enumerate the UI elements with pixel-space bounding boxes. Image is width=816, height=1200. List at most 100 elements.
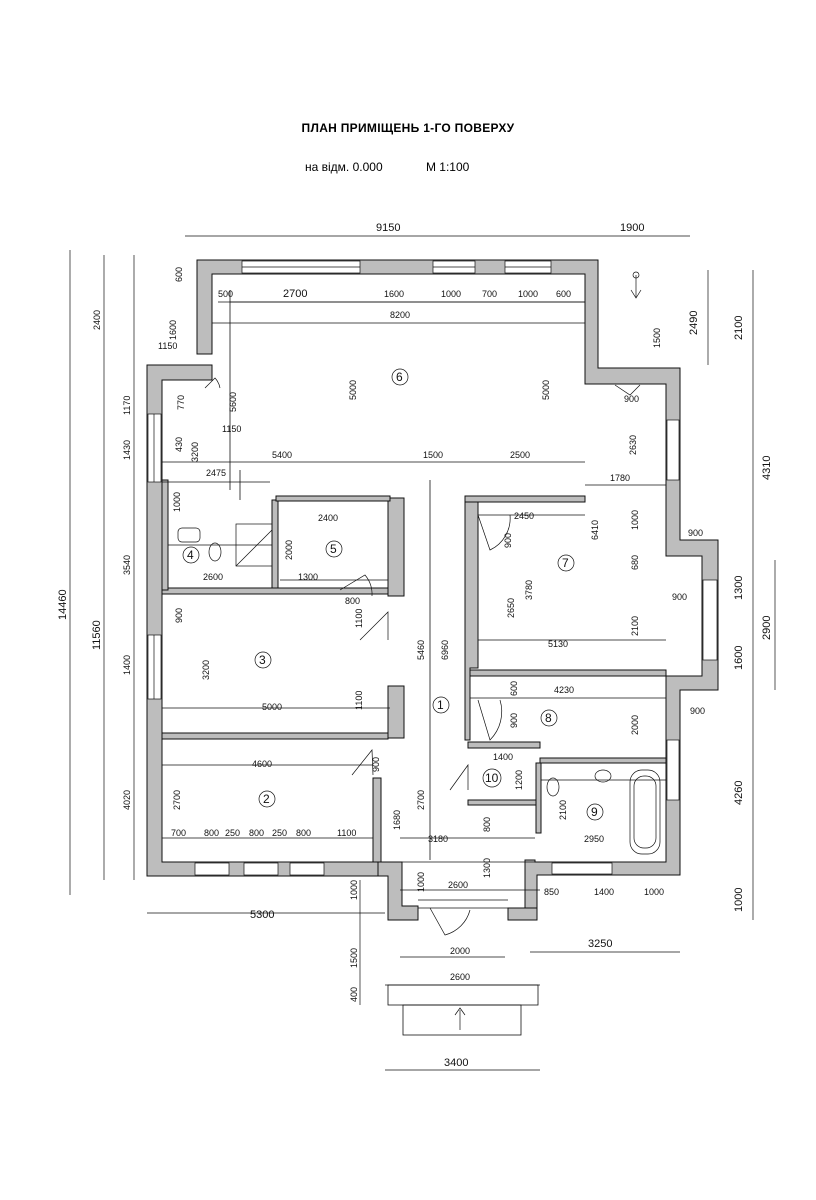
dim-left-small-0: 600 — [174, 267, 184, 282]
dim-right-small-2: 2630 — [628, 435, 638, 455]
dim-bottom-9: 1500 — [349, 948, 359, 968]
dim-left-chain-1: 1430 — [122, 440, 132, 460]
dim-room8-5: 1200 — [514, 770, 524, 790]
dimension-lines — [69, 235, 776, 1071]
doors — [204, 377, 641, 936]
wall-room9-top — [539, 757, 667, 764]
dim-bottom-2: 2600 — [448, 880, 468, 890]
dim-top-right: 1900 — [620, 222, 644, 234]
wall-room7-top — [464, 495, 586, 503]
dim-bottom-10: 2600 — [450, 972, 470, 982]
dim-top-chain-2: 1600 — [384, 289, 404, 299]
dim-left-small-7: 3200 — [190, 442, 200, 462]
dim-room8-0: 600 — [509, 681, 519, 696]
dim-center-20: 250 — [272, 828, 287, 838]
room-label-10: 10 — [485, 771, 499, 785]
dim-bottom-11: 400 — [349, 987, 359, 1002]
dim-center-17: 800 — [204, 828, 219, 838]
dim-right-chain-6: 4260 — [733, 781, 745, 805]
window-right-3 — [666, 739, 680, 801]
outer-wall — [196, 259, 719, 921]
windows — [147, 260, 718, 876]
room-label-4: 4 — [187, 548, 194, 562]
dim-bottom-8: 2000 — [450, 946, 470, 956]
dim-left-small-5: 1150 — [222, 424, 241, 434]
wall-v-3 — [535, 762, 542, 834]
dim-room7-3: 2650 — [506, 598, 516, 618]
outer-wall-left — [146, 364, 379, 877]
dim-room7-1: 6410 — [590, 520, 600, 540]
dim-right-small-0: 900 — [624, 394, 639, 404]
dim-left-chain-3: 1400 — [122, 655, 132, 675]
dim-room8-9: 1300 — [482, 858, 492, 878]
dim-center-14: 2700 — [172, 790, 182, 810]
dim-center-18: 250 — [225, 828, 240, 838]
dim-center-6: 1100 — [354, 609, 364, 628]
dim-top-total: 9150 — [376, 222, 400, 234]
dim-center-5: 900 — [174, 608, 184, 623]
dim-left-small-4: 5600 — [228, 392, 238, 412]
dim-top-chain-5: 1000 — [518, 289, 538, 299]
dim-center-7: 3200 — [201, 660, 211, 680]
dim-left-small-8: 2475 — [206, 468, 226, 478]
window-bottom-1 — [194, 862, 230, 876]
dim-room6-2: 5400 — [272, 450, 292, 460]
room-label-1: 1 — [437, 698, 444, 712]
dim-bottom-3: 1000 — [416, 872, 426, 892]
wall-corridor-right — [464, 497, 479, 741]
dim-room7-0: 2450 — [514, 511, 534, 521]
window-right-1 — [666, 419, 680, 481]
dim-right-chain-5: 1600 — [733, 646, 745, 670]
dim-right-chain-7: 1000 — [733, 888, 745, 912]
window-bottom-3 — [289, 862, 325, 876]
door-room2 — [351, 749, 374, 776]
wall-room8-top — [469, 669, 667, 677]
window-right-2 — [702, 579, 718, 661]
dim-room8-4: 1400 — [493, 752, 513, 762]
dim-left-small-6: 430 — [174, 437, 184, 452]
dim-bottom-1: 1000 — [349, 880, 359, 900]
dim-center-16: 2700 — [416, 790, 426, 810]
dim-center-11: 6960 — [440, 640, 450, 660]
dim-right-chain-4: 2900 — [761, 616, 773, 640]
wall-room3-right — [387, 685, 405, 739]
dim-left-total: 14460 — [57, 589, 69, 620]
dim-center-23: 3180 — [428, 834, 448, 844]
door-room6 — [204, 377, 221, 389]
dim-top-chain-1: 2700 — [283, 288, 307, 300]
dim-right-small-4: 1000 — [630, 510, 640, 530]
plan-subtitle: на відм. 0.000 М 1:100 — [305, 160, 469, 174]
dim-center-3: 2600 — [203, 572, 223, 582]
dim-room6-3: 1500 — [423, 450, 443, 460]
wall-h-1 — [161, 587, 389, 595]
dim-left-small-9: 1000 — [172, 492, 182, 512]
dim-bottom-4: 850 — [544, 887, 559, 897]
dim-center-small-700: 700 — [171, 828, 186, 838]
room-label-8: 8 — [545, 711, 552, 725]
door-room10 — [449, 763, 469, 791]
dim-room8-2: 900 — [509, 713, 519, 728]
room-labels: 6 7 5 4 3 1 8 2 10 9 — [182, 368, 604, 821]
room-label-7: 7 — [562, 556, 569, 570]
dim-center-12: 4600 — [252, 759, 272, 769]
dim-top-chain-0: 500 — [218, 289, 233, 299]
dim-center-1: 2000 — [284, 540, 294, 560]
dim-left-small-2: 1150 — [158, 341, 177, 351]
dim-top-chain-3: 1000 — [441, 289, 461, 299]
porch-wall-right — [507, 907, 538, 921]
dim-right-small-9: 900 — [690, 706, 705, 716]
room-label-3: 3 — [259, 653, 266, 667]
dim-room6-4: 2500 — [510, 450, 530, 460]
dim-center-9: 1100 — [354, 691, 364, 710]
dim-room6-1: 5000 — [541, 380, 551, 400]
window-bottom-4 — [551, 862, 613, 875]
dim-center-22: 1100 — [337, 828, 356, 838]
guide-lines — [162, 290, 666, 909]
fixtures — [177, 271, 661, 1036]
wall-room10-b — [467, 799, 541, 806]
wall-room5-right — [387, 497, 405, 597]
dim-left-small-3: 770 — [176, 395, 186, 410]
room-label-6: 6 — [396, 370, 403, 384]
sink-room4 — [177, 527, 201, 543]
